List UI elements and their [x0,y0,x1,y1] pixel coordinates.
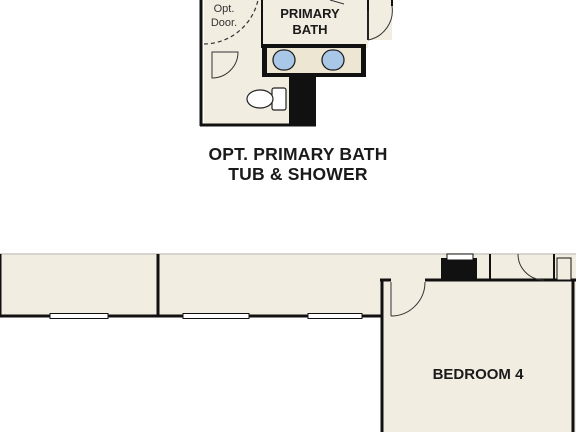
opt-door-label: Opt. Door. [196,2,252,30]
sink-right-icon [321,49,345,71]
primary-bath-floor-main [262,0,368,48]
bedroom4-label: BEDROOM 4 [432,366,524,383]
closet-shelf [446,253,474,261]
toilet-door-swing [211,51,239,79]
caption-line1: OPT. PRIMARY BATH [208,144,388,164]
small-door [329,0,345,5]
entry-door-swing [367,5,393,41]
window [182,313,250,319]
primary-bath-label: PRIMARY BATH [262,6,358,38]
opt-door-line2: Door. [210,17,238,29]
toilet-icon [246,87,287,111]
option-caption: OPT. PRIMARY BATH TUB & SHOWER [150,144,446,184]
primary-bath-floor [204,0,392,48]
window [49,313,109,319]
closet-block [441,258,477,280]
wall-block [289,76,316,126]
caption-line2: TUB & SHOWER [228,164,368,184]
closet-shelf [556,257,572,281]
second-floor-plan [0,253,576,432]
closet-door-swing [517,253,545,281]
opt-door-swing [203,0,259,45]
sink-left-icon [272,49,296,71]
bedroom4-floor [383,280,576,432]
window [307,313,363,319]
primary-bath-line1: PRIMARY [280,6,340,21]
primary-bath-line2: BATH [292,22,328,37]
bedroom4-door-swing [390,281,426,317]
primary-bath-detail [199,0,393,127]
opt-door-line1: Opt. [213,3,235,15]
